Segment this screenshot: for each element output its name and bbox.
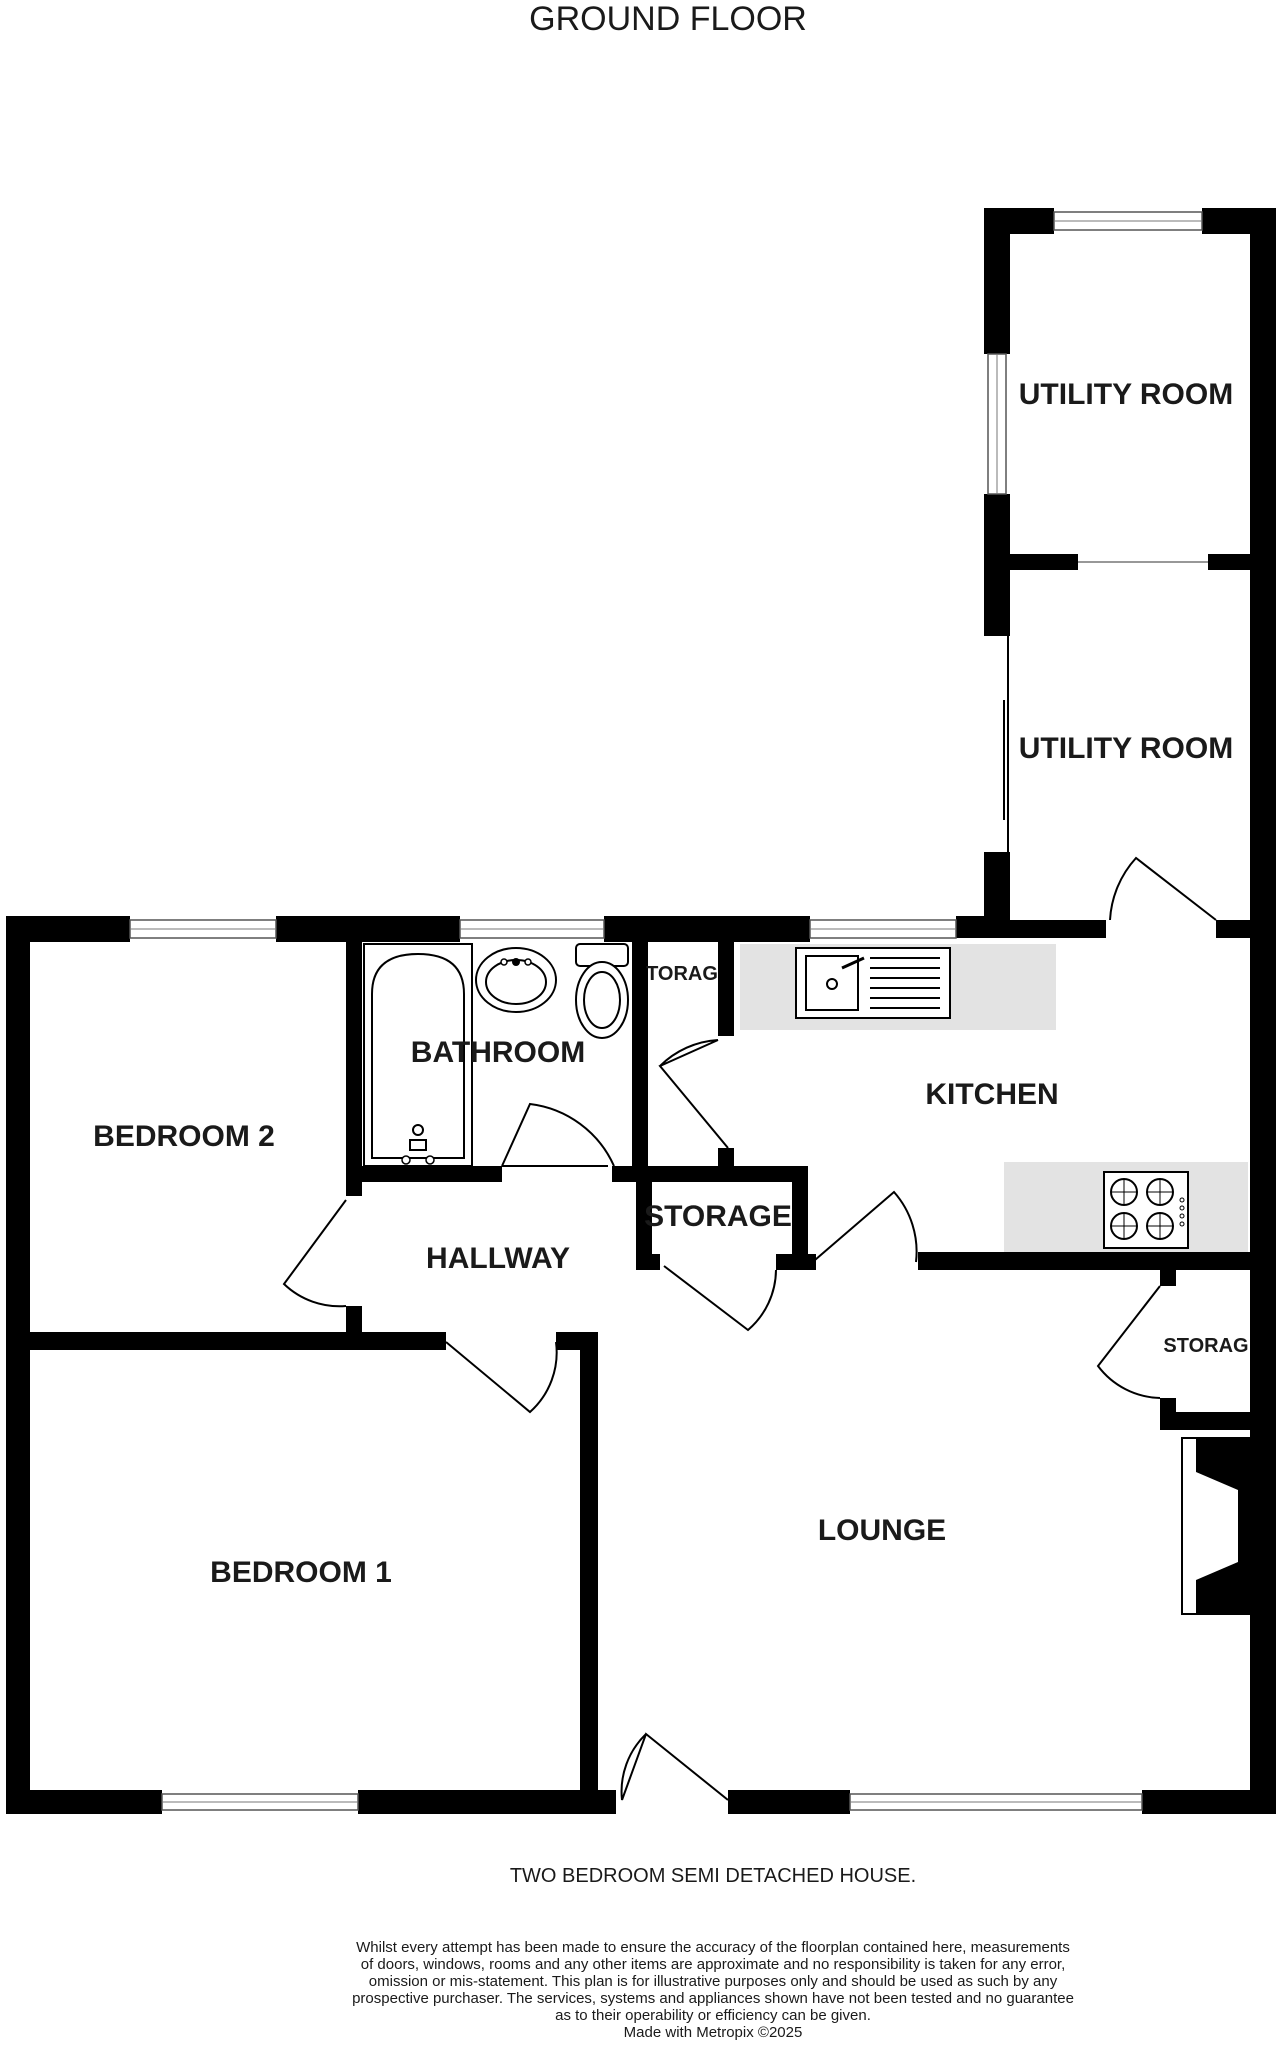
disclaimer-line-3: omission or mis-statement. This plan is … — [369, 1973, 1058, 1990]
room-label-lounge: LOUNGE — [818, 1514, 946, 1547]
room-label-utility-upper: UTILITY ROOM — [1019, 378, 1233, 411]
credit-line: Made with Metropix ©2025 — [624, 2024, 803, 2041]
room-label-storage-mid: STORAGE — [644, 1200, 792, 1233]
room-label-storage-small: TORAG — [646, 963, 718, 985]
plan-caption: TWO BEDROOM SEMI DETACHED HOUSE. — [510, 1865, 916, 1887]
room-label-kitchen: KITCHEN — [925, 1078, 1058, 1111]
disclaimer-line-2: of doors, windows, rooms and any other i… — [361, 1956, 1066, 1973]
room-label-hallway: HALLWAY — [426, 1242, 570, 1275]
toilet — [575, 943, 629, 1039]
disclaimer-line-1: Whilst every attempt has been made to en… — [356, 1939, 1070, 1956]
fireplace — [1181, 1437, 1253, 1615]
kitchen-sink — [795, 947, 951, 1019]
floor-title: GROUND FLOOR — [529, 0, 807, 38]
room-label-bedroom-2: BEDROOM 2 — [93, 1120, 275, 1153]
bathtub — [363, 943, 473, 1167]
doors — [282, 856, 1217, 1801]
disclaimer-line-5: as to their operability or efficiency ca… — [555, 2007, 871, 2024]
hob-cooker — [1103, 1171, 1189, 1249]
room-label-bedroom-1: BEDROOM 1 — [210, 1556, 392, 1589]
room-label-storage-right: STORAG — [1163, 1335, 1248, 1357]
walls — [6, 208, 1276, 1814]
disclaimer-line-4: prospective purchaser. The services, sys… — [352, 1990, 1074, 2007]
windows — [129, 211, 1208, 1811]
room-label-bathroom: BATHROOM — [411, 1036, 585, 1069]
room-label-utility-lower: UTILITY ROOM — [1019, 732, 1233, 765]
sink-basin — [475, 947, 557, 1013]
